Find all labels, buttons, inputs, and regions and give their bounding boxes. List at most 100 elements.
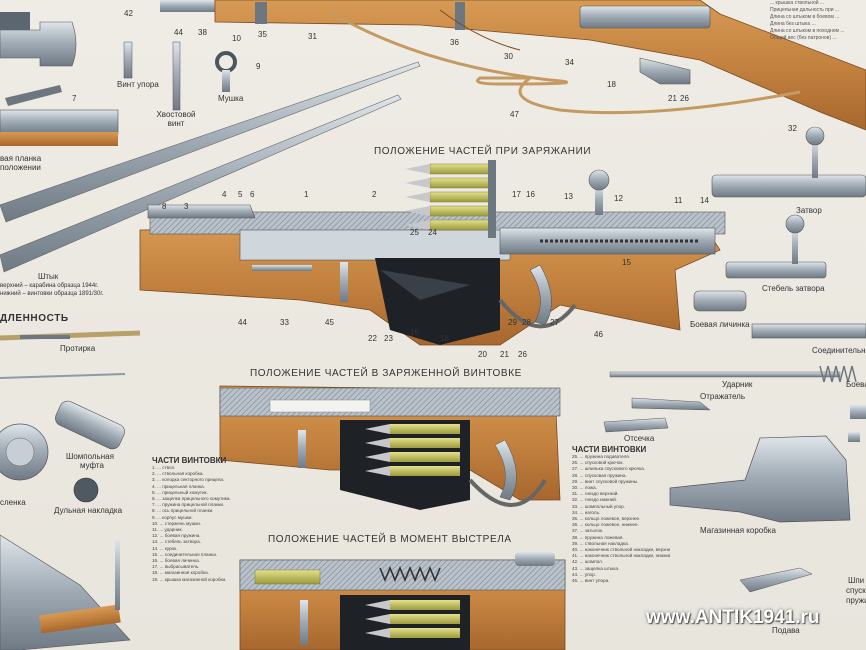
top-sling bbox=[329, 10, 801, 115]
label-pin-1: Шпи bbox=[848, 576, 865, 585]
title-accessories: ДЛЕННОСТЬ bbox=[0, 313, 69, 324]
parts-list-item: 9. ... корпус мушки. bbox=[152, 514, 193, 520]
part-connector bbox=[751, 323, 866, 339]
spec-line: Общий вес (без патронов) ... bbox=[770, 35, 837, 41]
parts-list-item: 1. ... ствол. bbox=[152, 465, 176, 470]
main-magazine-well bbox=[375, 258, 500, 345]
callout-number: 22 bbox=[368, 334, 377, 343]
label-oil-can: сленка bbox=[0, 498, 26, 507]
callout-number: 31 bbox=[308, 32, 317, 41]
part-firing-pin bbox=[609, 371, 841, 378]
label-follower: Подава bbox=[772, 626, 800, 635]
watermark: www.ANTIK1941.ru bbox=[646, 607, 820, 628]
title-loaded: ПОЛОЖЕНИЕ ЧАСТЕЙ В ЗАРЯЖЕННОЙ ВИНТОВКЕ bbox=[250, 368, 522, 379]
callout-number: 7 bbox=[72, 94, 77, 103]
part-tool bbox=[0, 534, 131, 650]
title-firing: ПОЛОЖЕНИЕ ЧАСТЕЙ В МОМЕНТ ВЫСТРЕЛА bbox=[268, 534, 512, 545]
callout-number: 21 bbox=[668, 94, 677, 103]
label-sight-leaf-1: вая планка bbox=[0, 154, 42, 163]
parts-list-item: 37. ... затылок. bbox=[572, 528, 604, 534]
label-stop-screw: Винт упора bbox=[117, 80, 159, 89]
parts-list-right-title: ЧАСТИ ВИНТОВКИ bbox=[572, 445, 647, 454]
bolt-parts bbox=[603, 126, 866, 593]
callout-number: 34 bbox=[565, 58, 574, 67]
parts-list-item: 42. ... шомпол. bbox=[572, 559, 604, 565]
parts-list-item: 29. ... винт спусковой пружины. bbox=[572, 478, 639, 484]
callout-number: 30 bbox=[504, 52, 513, 61]
callout-number: 13 bbox=[564, 192, 573, 201]
parts-list-item: 12. ... боевая пружина. bbox=[152, 533, 201, 539]
parts-list-item: 38. ... пружина ложевая. bbox=[572, 534, 624, 540]
parts-list-item: 44. ... упор. bbox=[572, 571, 596, 577]
callout-number: 38 bbox=[198, 28, 207, 37]
parts-list-item: 32. ... гнездо нижний. bbox=[572, 497, 618, 503]
callout-number: 28 bbox=[522, 318, 531, 327]
firing-cartridges bbox=[365, 600, 460, 638]
callout-number: 3 bbox=[184, 202, 189, 211]
callout-number: 44 bbox=[174, 28, 183, 37]
callout-number: 35 bbox=[258, 30, 267, 39]
callout-number: 32 bbox=[788, 124, 797, 133]
label-bolt: Затвор bbox=[796, 206, 822, 215]
parts-list-left-items: 1. ... ствол.2. ... ствольная коробка.3.… bbox=[152, 465, 238, 583]
callout-number: 24 bbox=[428, 228, 437, 237]
parts-list-item: 43. ... защелка штыка. bbox=[572, 565, 620, 571]
title-loading: ПОЛОЖЕНИЕ ЧАСТЕЙ ПРИ ЗАРЯЖАНИИ bbox=[374, 146, 592, 157]
callout-number: 9 bbox=[256, 62, 261, 71]
callout-number: 27 bbox=[550, 318, 559, 327]
callout-number: 21 bbox=[500, 350, 509, 359]
callout-number: 26 bbox=[518, 350, 527, 359]
callout-number: 25 bbox=[410, 228, 419, 237]
parts-list-item: 11. ... ударник. bbox=[152, 527, 183, 533]
parts-list-right: ЧАСТИ ВИНТОВКИ 25. ... пружина подавател… bbox=[572, 445, 670, 584]
parts-list-item: 30. ... ложа. bbox=[572, 485, 597, 491]
callout-number: 1 bbox=[304, 190, 309, 199]
label-ejector: Отражатель bbox=[700, 392, 746, 401]
callout-number: 46 bbox=[594, 330, 603, 339]
label-bayonet: Штык bbox=[38, 272, 59, 281]
parts-list-item: 7. ... пружина прицельной планки. bbox=[152, 502, 225, 508]
callout-number: 15 bbox=[622, 258, 631, 267]
callout-number: 6 bbox=[250, 190, 255, 199]
label-bayonet-note-1: верхний – карабина образца 1944г. bbox=[0, 283, 99, 289]
main-cartridges bbox=[405, 160, 496, 238]
callout-number: 11 bbox=[674, 196, 683, 205]
bayonet-lower bbox=[0, 94, 402, 273]
parts-list-left: ЧАСТИ ВИНТОВКИ 1. ... ствол.2. ... ствол… bbox=[152, 456, 238, 583]
top-receiver bbox=[579, 5, 711, 29]
parts-list-left-title: ЧАСТИ ВИНТОВКИ bbox=[152, 456, 227, 465]
callout-number: 14 bbox=[700, 196, 709, 205]
part-muzzle-cover bbox=[73, 477, 99, 503]
callout-number: 4 bbox=[222, 190, 227, 199]
label-front-sight: Мушка bbox=[218, 94, 244, 103]
part-interrupter bbox=[603, 417, 669, 433]
label-cleaning-tip: Протирка bbox=[60, 344, 96, 353]
part-bolt bbox=[711, 174, 866, 198]
small-parts-top bbox=[0, 12, 237, 146]
top-band-2 bbox=[455, 2, 465, 30]
parts-list-right-items: 25. ... пружина подавателя.26. ... спуск… bbox=[572, 454, 670, 584]
main-bolt-knob bbox=[588, 169, 610, 191]
loaded-trigger bbox=[494, 439, 517, 501]
callout-number: 20 bbox=[478, 350, 487, 359]
parts-list-item: 4. ... прицельная планка. bbox=[152, 483, 205, 489]
loaded-cartridges bbox=[365, 424, 460, 476]
callout-number: 19 bbox=[410, 328, 419, 337]
firing-cutaway bbox=[239, 552, 566, 650]
top-band-1 bbox=[255, 2, 267, 24]
label-interrupter: Отсечка bbox=[624, 434, 655, 443]
label-bolt-head: Боевая личинка bbox=[690, 320, 750, 329]
parts-list-item: 27. ... шпилька спускового крючка. bbox=[572, 466, 646, 472]
parts-list-item: 8. ... ось прицельной планки. bbox=[152, 508, 214, 514]
label-pin-3: пружи bbox=[846, 596, 866, 605]
parts-list-item: 33. ... шомпольный упор. bbox=[572, 503, 626, 509]
label-magazine-box: Магазинная коробка bbox=[700, 526, 776, 535]
label-muzzle-cover: Дульная накладка bbox=[54, 506, 123, 515]
callout-number: 18 bbox=[440, 334, 449, 343]
callout-number: 29 bbox=[508, 318, 517, 327]
part-tang-screw bbox=[172, 41, 181, 111]
label-mainspring: Боева bbox=[846, 380, 866, 389]
callout-number: 47 bbox=[510, 110, 519, 119]
callout-number: 18 bbox=[607, 80, 616, 89]
part-bolt-stem bbox=[725, 261, 827, 279]
